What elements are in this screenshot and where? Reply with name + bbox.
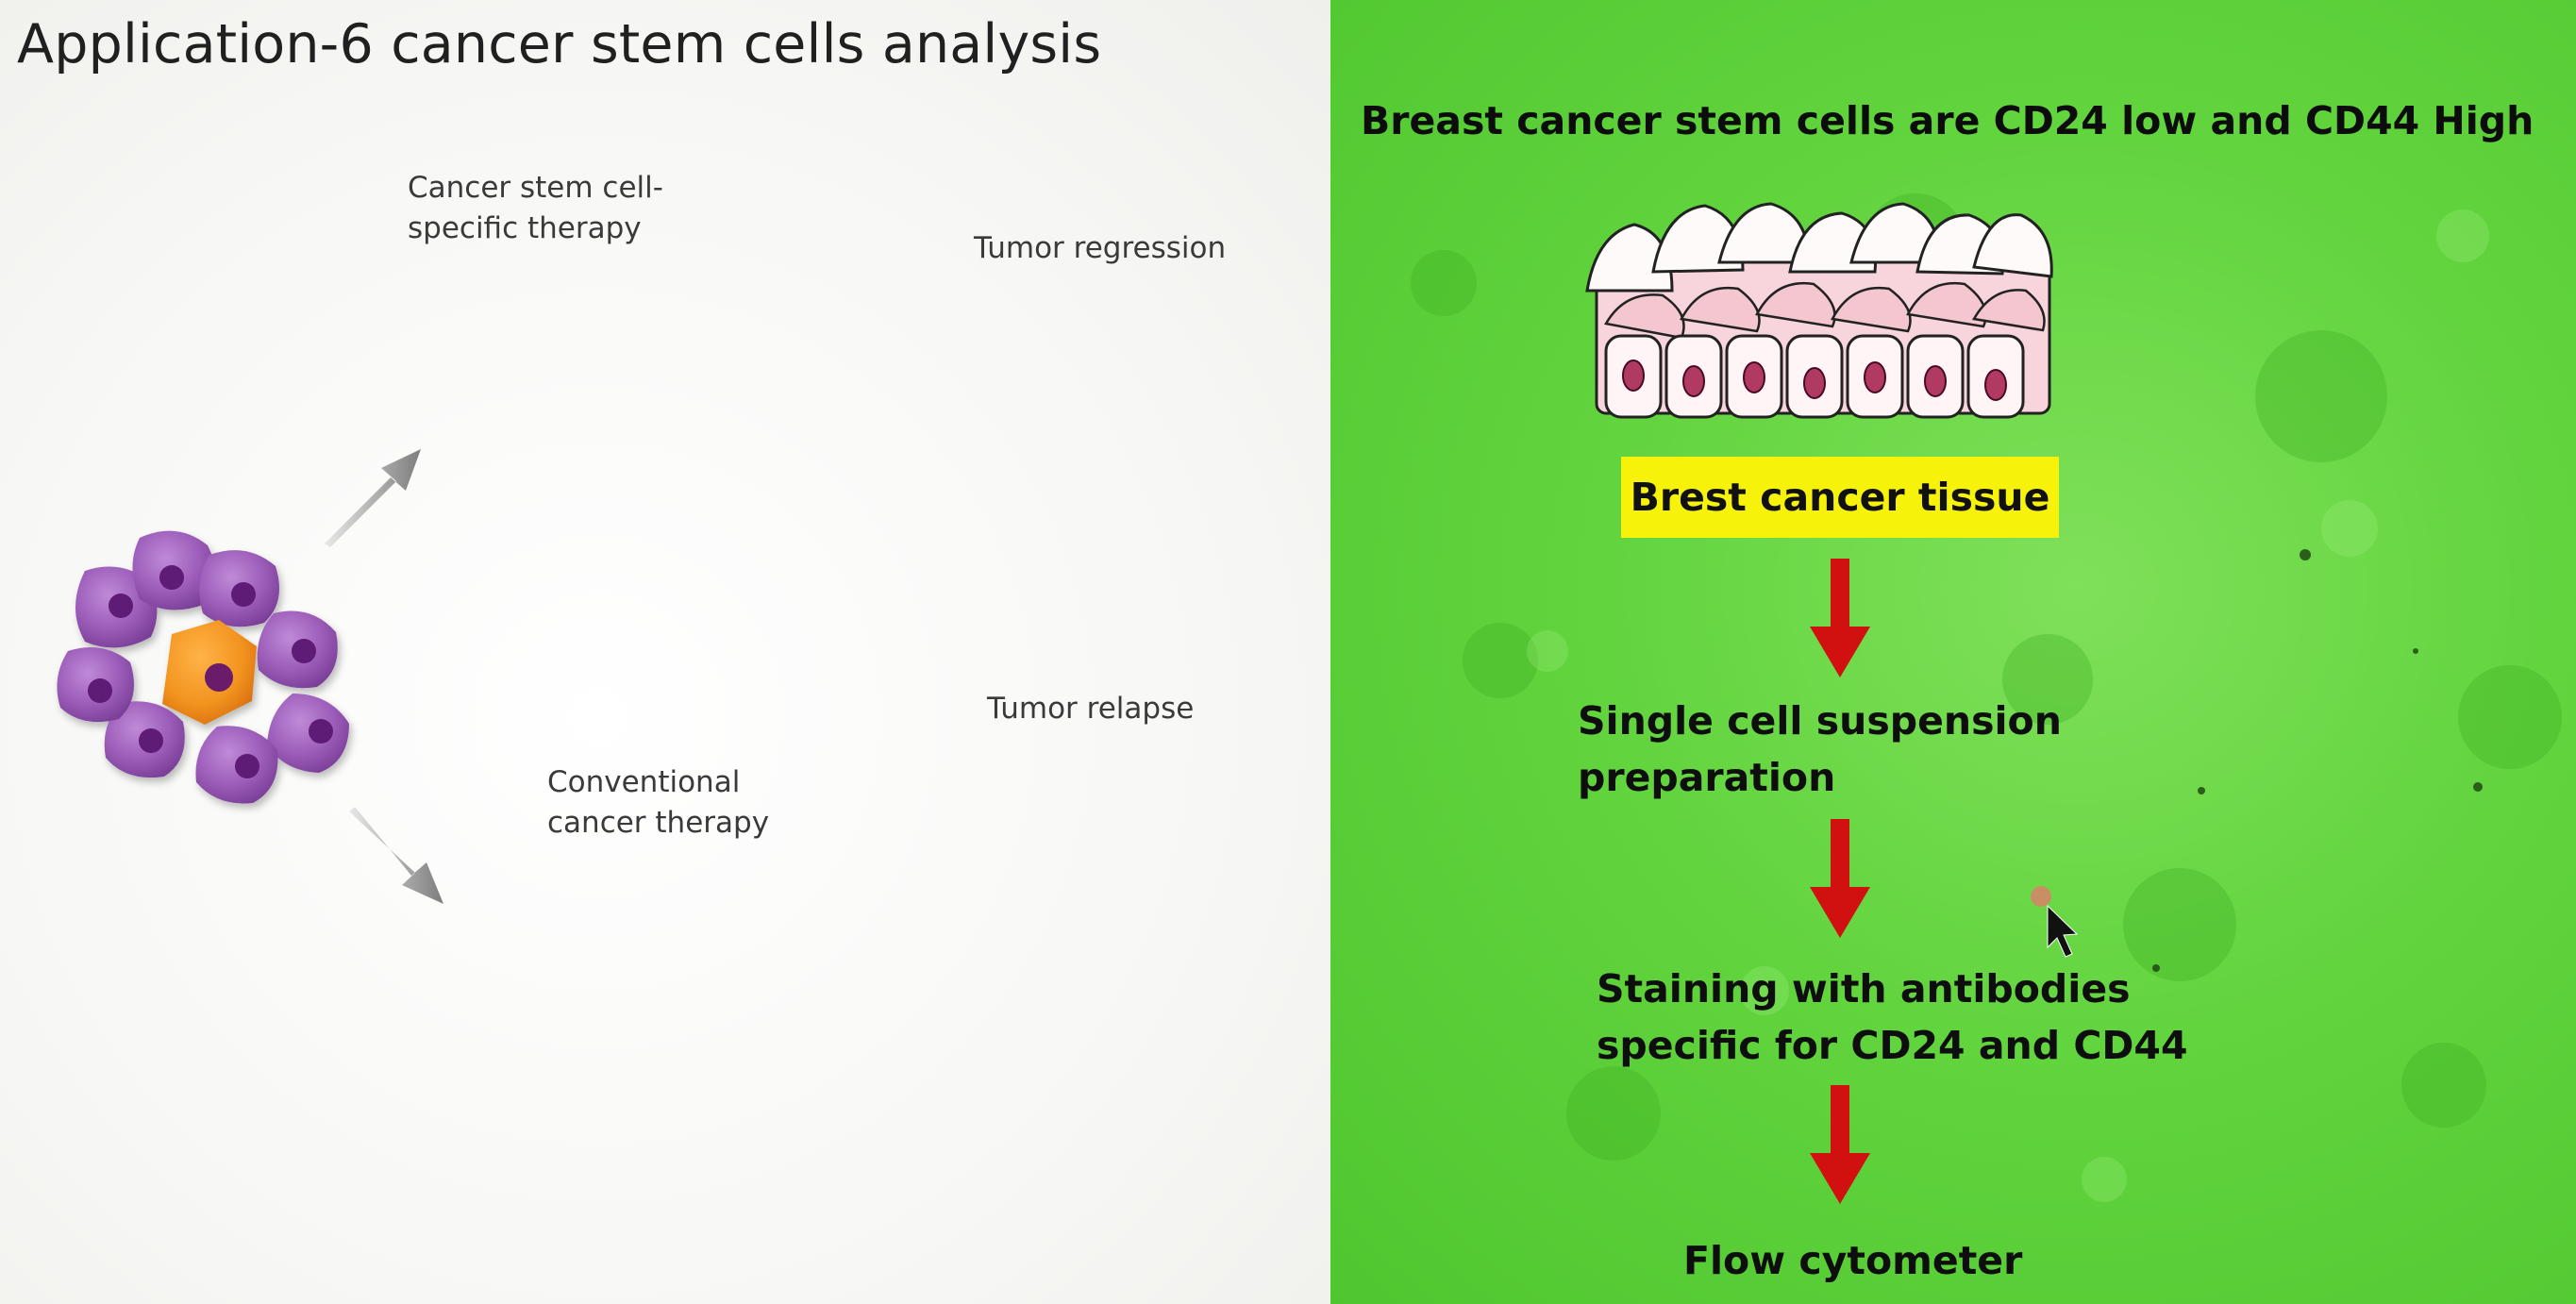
label-tumor-relapse: Tumor relapse [987, 692, 1195, 726]
original-tumor-cluster [57, 530, 349, 804]
left-panel: Application-6 cancer stem cells analysis [0, 0, 1330, 1304]
purple-cell [195, 726, 278, 804]
label-conventional-line1: Conventional [547, 765, 741, 799]
arrow-to-csc-therapy [325, 449, 421, 547]
right-heading: Breast cancer stem cells are CD24 low an… [1361, 98, 2534, 143]
step-single-cell-suspension: Single cell suspension preparation [1578, 693, 2062, 806]
purple-cell [257, 610, 338, 689]
label-tumor-regression: Tumor regression [974, 231, 1227, 265]
label-conventional-therapy: Conventional cancer therapy [547, 762, 769, 844]
breast-tissue-illustration [1585, 202, 2053, 419]
right-panel: Breast cancer stem cells are CD24 low an… [1330, 0, 2576, 1304]
purple-cell [57, 647, 134, 723]
label-csc-therapy-line1: Cancer stem cell- [408, 171, 663, 205]
purple-cell [132, 530, 216, 610]
label-csc-therapy-line2: specific therapy [408, 211, 642, 245]
green-texture [1411, 193, 2562, 1202]
debris-specks [2152, 549, 2483, 972]
red-arrow-1 [1810, 559, 1870, 677]
red-arrow-2 [1810, 819, 1870, 938]
step-flow-cytometer: Flow cytometer [1683, 1238, 2023, 1283]
purple-cell [267, 694, 349, 773]
arrow-to-conventional-therapy [349, 807, 443, 904]
red-arrow-3 [1810, 1085, 1870, 1204]
step1-line1: Single cell suspension [1578, 698, 2062, 744]
cursor-icon [2031, 886, 2079, 958]
label-csc-therapy: Cancer stem cell- specific therapy [408, 168, 663, 249]
orange-stem-cell [162, 620, 257, 725]
tissue-label-box: Brest cancer tissue [1621, 457, 2059, 538]
purple-cell [104, 701, 185, 778]
tumor-therapy-diagram [57, 449, 443, 904]
step2-line1: Staining with antibodies [1597, 966, 2131, 1011]
label-conventional-line2: cancer therapy [547, 806, 770, 840]
page-title: Application-6 cancer stem cells analysis [17, 13, 1102, 75]
purple-cell [199, 550, 279, 627]
step1-line2: preparation [1578, 755, 1836, 800]
step2-line2: specific for CD24 and CD44 [1597, 1023, 2188, 1068]
step-antibody-staining: Staining with antibodies specific for CD… [1597, 961, 2188, 1074]
